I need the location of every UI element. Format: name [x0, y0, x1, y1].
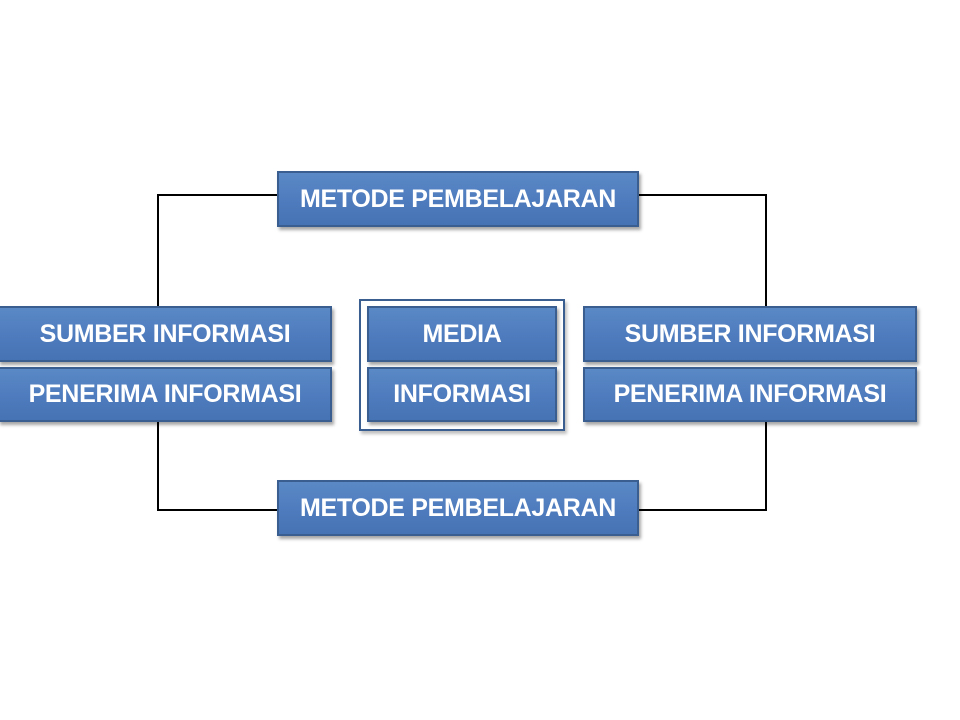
right-source-label: SUMBER INFORMASI: [624, 319, 876, 348]
connector-top-left: [157, 194, 278, 307]
information-box: INFORMASI: [367, 367, 557, 422]
right-receiver-box: PENERIMA INFORMASI: [583, 367, 917, 422]
left-receiver-label: PENERIMA INFORMASI: [28, 380, 302, 408]
information-label: INFORMASI: [393, 380, 531, 408]
top-method-box: METODE PEMBELAJARAN: [277, 171, 639, 227]
connector-bottom-left: [157, 421, 278, 511]
top-method-label: METODE PEMBELAJARAN: [299, 184, 617, 213]
media-box: MEDIA: [367, 306, 557, 362]
media-label: MEDIA: [422, 319, 502, 348]
bottom-method-label: METODE PEMBELAJARAN: [299, 493, 617, 522]
left-source-label: SUMBER INFORMASI: [39, 319, 291, 348]
right-receiver-label: PENERIMA INFORMASI: [613, 380, 887, 408]
bottom-method-box: METODE PEMBELAJARAN: [277, 480, 639, 536]
left-receiver-box: PENERIMA INFORMASI: [0, 367, 332, 422]
connector-top-right: [638, 194, 767, 307]
right-source-box: SUMBER INFORMASI: [583, 306, 917, 362]
connector-bottom-right: [638, 421, 767, 511]
left-source-box: SUMBER INFORMASI: [0, 306, 332, 362]
